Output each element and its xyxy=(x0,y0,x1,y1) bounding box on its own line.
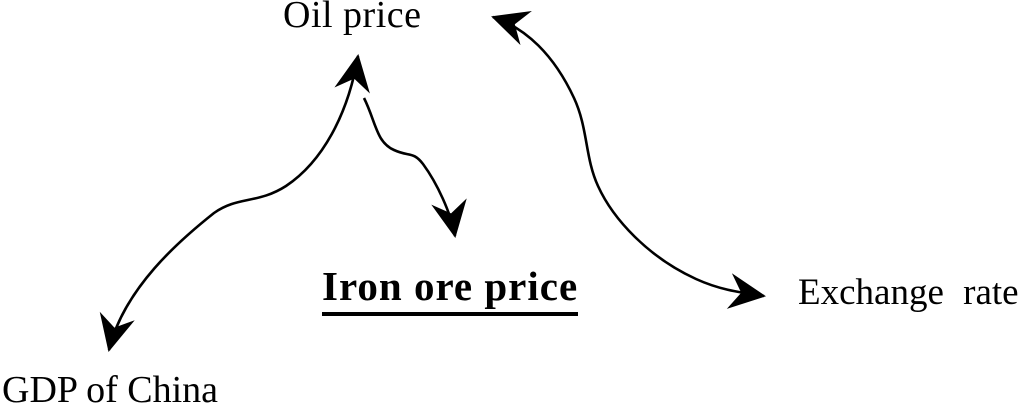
node-exchange-rate: Exchange rate xyxy=(798,272,1019,313)
arrow-oil-price-exchange-rate xyxy=(491,11,766,309)
node-iron-ore-price: Iron ore price xyxy=(322,266,579,316)
node-oil-price: Oil price xyxy=(283,0,422,36)
arrow-oil-price-iron-ore-price xyxy=(362,97,467,238)
node-gdp-of-china: GDP of China xyxy=(2,369,219,411)
arrow-gdp-china-oil-price xyxy=(99,54,370,352)
